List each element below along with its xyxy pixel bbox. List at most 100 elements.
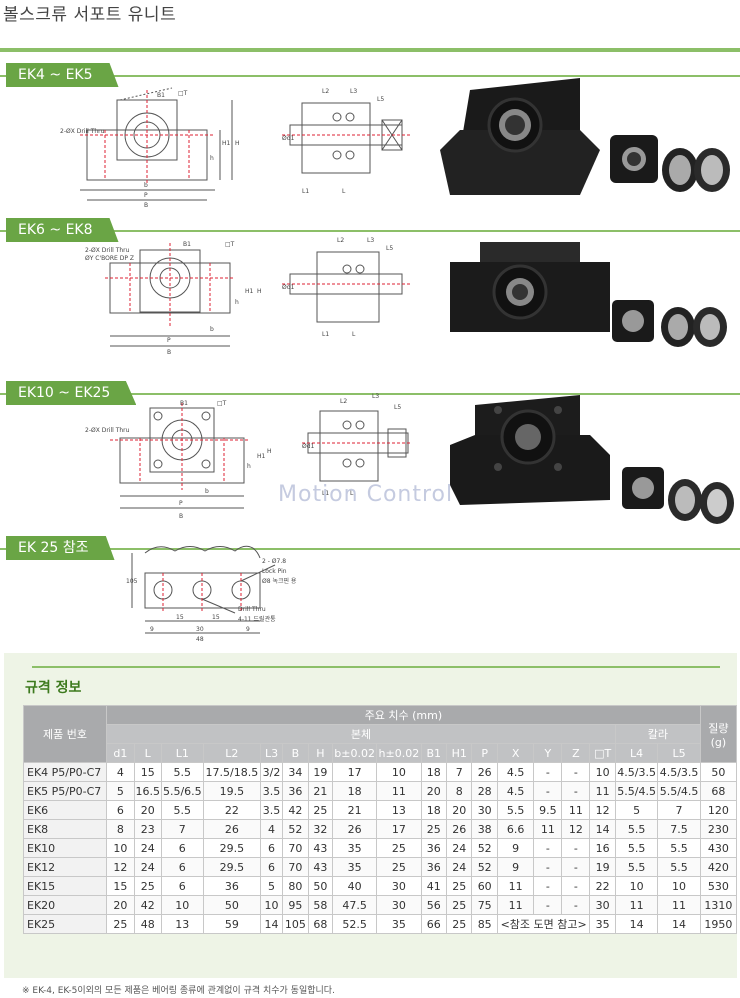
dim-h: h [210, 155, 214, 162]
table-cell: 9 [496, 838, 535, 858]
table-cell: 15 [133, 762, 162, 782]
page-title: 볼스크류 서포트 유니트 [3, 5, 177, 25]
merged-reference-cell: <참조 도면 참고> [496, 914, 591, 934]
table-cell: 4.5 [496, 762, 535, 782]
table-cell: 68 [307, 914, 334, 934]
section-rule [0, 75, 740, 77]
table-cell: 52 [282, 819, 309, 839]
table-cell: 5.5 [160, 800, 204, 820]
table-cell: 48 [133, 914, 162, 934]
ek6-front-drawing: B1 □T b P B h H1 H 2-ØX Drill Thru ØY C'… [85, 238, 265, 356]
table-cell: 5 [106, 781, 135, 801]
watermark: Motion Control [278, 482, 454, 507]
dim-t: □T [217, 400, 227, 407]
table-cell: 42 [282, 800, 309, 820]
dim-d1: Ød1 [282, 284, 295, 291]
table-cell: 59 [202, 914, 261, 934]
table-cell: 6 [106, 800, 135, 820]
table-cell: 11 [533, 819, 563, 839]
col-header: L3 [259, 743, 284, 763]
table-cell: 26 [332, 819, 378, 839]
col-header: b±0.02 [332, 743, 378, 763]
table-cell: 10 [589, 762, 616, 782]
table-cell: - [533, 838, 563, 858]
table-cell: 11 [496, 895, 535, 915]
dim-b1: B1 [157, 92, 165, 99]
table-cell: 5.5 [614, 857, 659, 877]
table-cell: 12 [106, 857, 135, 877]
table-cell: 11 [657, 895, 701, 915]
dim-hh: H [267, 448, 272, 455]
table-cell: 6 [160, 857, 204, 877]
table-cell: 24 [445, 838, 473, 858]
table-cell: 3/2 [259, 762, 284, 782]
col-header: d1 [106, 743, 135, 763]
table-cell: 14 [614, 914, 659, 934]
col-header: B [282, 743, 309, 763]
table-cell: 52 [471, 857, 498, 877]
table-cell: 52.5 [332, 914, 378, 934]
table-cell: 5 [614, 800, 659, 820]
table-cell: 35 [589, 914, 616, 934]
col-header: □T [589, 743, 616, 763]
table-cell: 23 [133, 819, 162, 839]
ek10-product-photo [440, 395, 735, 529]
dim-h1: H1 [245, 288, 254, 295]
table-cell: 19.5 [202, 781, 261, 801]
dim-15b: 15 [212, 614, 220, 621]
table-cell: 11 [614, 895, 659, 915]
table-cell: 25 [445, 895, 473, 915]
dim-hh: H [257, 288, 262, 295]
table-cell: 5.5/6.5 [160, 781, 204, 801]
table-cell: 32 [307, 819, 334, 839]
dim-l5: L5 [377, 96, 384, 103]
table-cell: 95 [282, 895, 309, 915]
model-cell: EK5 P5/P0-C7 [22, 781, 108, 801]
table-cell: 430 [699, 838, 738, 858]
table-cell: 19 [307, 762, 334, 782]
table-cell: 9 [496, 857, 535, 877]
dim-d1: Ød1 [282, 135, 295, 142]
table-cell: 42 [133, 895, 162, 915]
hole-callout: 2-ØX Drill Thru [60, 128, 105, 135]
table-cell: 20 [420, 781, 447, 801]
table-cell: 530 [699, 876, 738, 896]
footnote: ※ EK-4, EK-5이외의 모든 제품은 베어링 종류에 관계없이 규격 치… [22, 986, 335, 996]
table-cell: 28 [471, 781, 498, 801]
table-cell: 25 [307, 800, 334, 820]
col-main-dims: 주요 치수 (mm) [106, 705, 701, 725]
table-cell: 4.5/3.5 [657, 762, 701, 782]
table-cell: 50 [699, 762, 738, 782]
table-cell: 6 [259, 857, 284, 877]
dim-15a: 15 [176, 614, 184, 621]
pin-note: Ø8 녹크핀 용 [262, 577, 297, 585]
ek4-front-drawing: B1 □T b P B h H1 H 2-ØX Drill Thru [60, 85, 250, 210]
dim-bw: B [167, 349, 171, 356]
table-cell: 36 [282, 781, 309, 801]
col-header: X [496, 743, 535, 763]
table-cell: 14 [259, 914, 284, 934]
table-cell: - [533, 857, 563, 877]
table-cell: 14 [657, 914, 701, 934]
table-cell: - [561, 762, 591, 782]
dim-b: b [205, 488, 209, 495]
section-tab-ek25: EK 25 참조 [6, 536, 115, 560]
table-cell: 230 [699, 819, 738, 839]
section-tab-ek4: EK4 ~ EK5 [6, 63, 119, 87]
table-cell: - [533, 781, 563, 801]
table-cell: - [561, 838, 591, 858]
table-cell: 5.5 [657, 857, 701, 877]
ek4-side-drawing: L2 L3 L5 L L1 Ød1 [282, 85, 412, 200]
table-cell: 26 [202, 819, 261, 839]
dim-bw: B [179, 513, 183, 520]
pin-name: Lock Pin [262, 568, 287, 575]
table-cell: 10 [106, 838, 135, 858]
table-cell: 25 [133, 876, 162, 896]
table-cell: 41 [420, 876, 447, 896]
table-cell: 5.5/4.5 [657, 781, 701, 801]
table-cell: - [533, 876, 563, 896]
